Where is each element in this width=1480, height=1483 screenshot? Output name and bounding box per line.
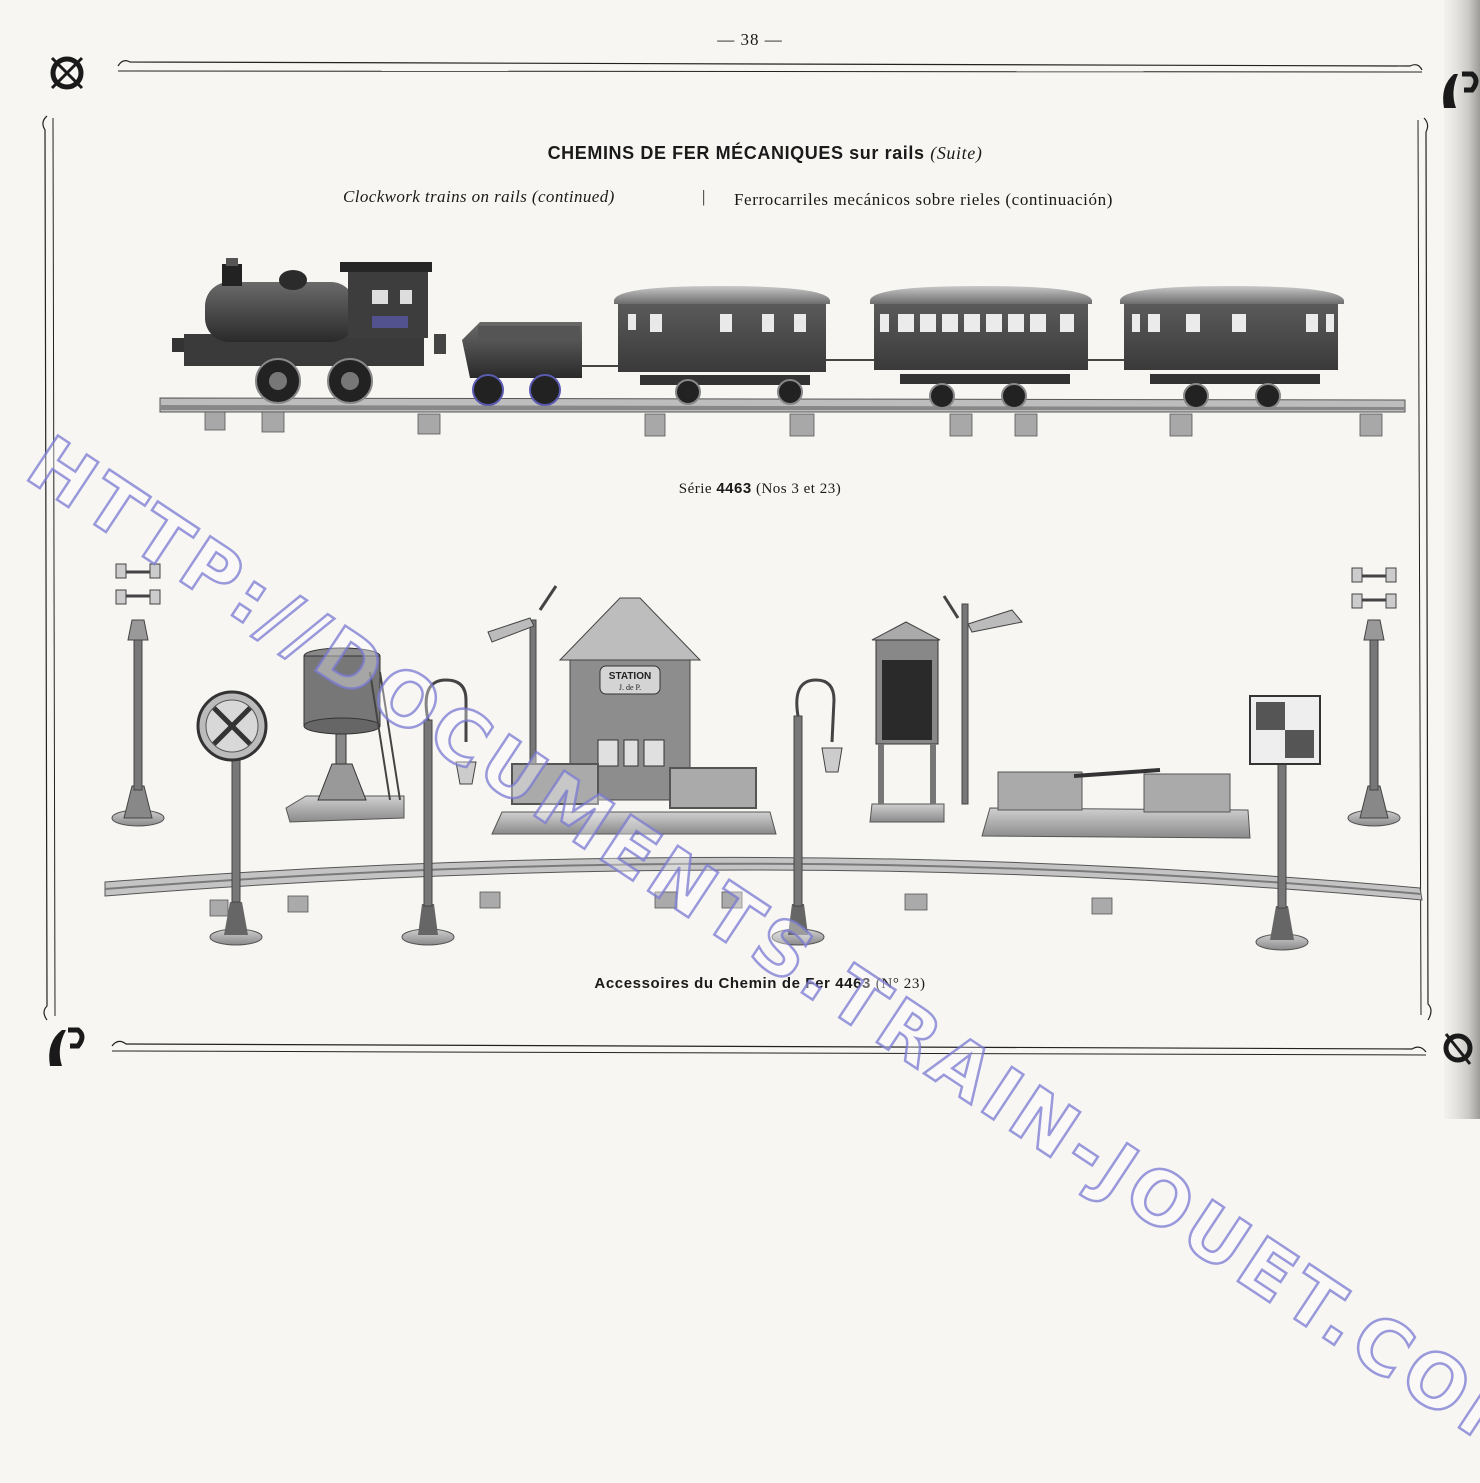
subtitle-spanish: Ferrocarriles mecánicos sobre rieles (co… xyxy=(734,190,1113,209)
locomotive xyxy=(172,258,446,404)
subtitle-separator: | xyxy=(702,187,706,206)
straight-track xyxy=(159,397,1406,437)
caption-train-prefix: Série xyxy=(678,481,713,497)
street-lamp xyxy=(771,678,843,946)
semaphore-signal xyxy=(487,585,558,781)
caption-accessories-detail: (N° 23) xyxy=(875,976,926,992)
monogram-top-right xyxy=(1436,66,1480,116)
train-set-illustration xyxy=(159,258,1406,437)
street-lamp xyxy=(401,678,477,946)
caption-accessories: Accessoires du Chemin de Fer 4463 (N° 23… xyxy=(430,975,1090,993)
crossing-sign xyxy=(196,690,268,946)
page-frame xyxy=(42,60,1432,1056)
mail-car xyxy=(1120,286,1344,409)
monogram-bottom-right xyxy=(1440,1024,1480,1074)
passenger-car xyxy=(870,286,1092,409)
signal-cabin xyxy=(869,621,945,823)
curved-track xyxy=(104,856,1423,917)
station-sign-line2: J. de P. xyxy=(619,683,641,692)
baggage-car xyxy=(614,286,830,405)
caption-train-detail: (Nos 3 et 23) xyxy=(755,481,842,497)
water-tower xyxy=(285,647,405,823)
semaphore-signal xyxy=(942,595,1023,805)
title-suffix: (Suite) xyxy=(930,143,983,163)
station-sign-line1: STATION xyxy=(609,671,651,682)
checkered-signal xyxy=(1249,695,1321,951)
caption-train-series: Série 4463 (Nos 3 et 23) xyxy=(560,480,960,498)
caption-accessories-label: Accessoires du Chemin de Fer xyxy=(594,975,831,992)
page-title: CHEMINS DE FER MÉCANIQUES sur rails (Sui… xyxy=(200,143,1330,164)
level-crossing-gate xyxy=(981,768,1251,839)
subtitle-english: Clockwork trains on rails (continued) xyxy=(343,187,615,206)
lamp-post-double xyxy=(111,563,165,827)
page-number: — 38 — xyxy=(717,30,783,49)
caption-accessories-number: 4463 xyxy=(835,975,872,992)
monogram-top-left xyxy=(42,48,92,98)
title-main: CHEMINS DE FER MÉCANIQUES sur rails xyxy=(547,143,925,163)
monogram-bottom-left xyxy=(40,1022,90,1072)
tender xyxy=(462,322,582,406)
fence xyxy=(511,763,757,809)
page-binding-edge xyxy=(1444,0,1480,1119)
accessories-illustration: STATION J. de P. xyxy=(104,563,1423,951)
caption-train-number: 4463 xyxy=(716,480,752,497)
lamp-post-double xyxy=(1347,567,1401,827)
